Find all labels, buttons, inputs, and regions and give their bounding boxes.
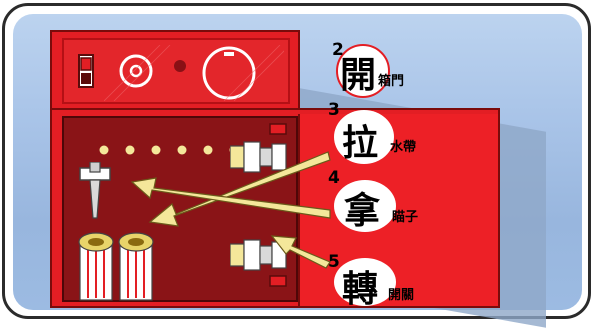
step-object: 箱門	[378, 70, 404, 89]
step-number: 5	[328, 252, 340, 272]
step-number: 4	[328, 168, 340, 188]
step-character: 拉	[342, 114, 378, 166]
step-open-door: 2 開 箱門	[330, 40, 410, 96]
step-take-nozzle: 4 拿 瞄子	[326, 168, 446, 232]
step-object: 瞄子	[392, 206, 418, 225]
step-character: 拿	[344, 182, 380, 234]
step-character: 轉	[342, 260, 378, 312]
step-turn-valve: 5 轉 開關	[326, 252, 456, 312]
step-object: 開關	[388, 284, 414, 303]
step-number: 3	[328, 100, 340, 120]
step-object: 水帶	[390, 136, 416, 155]
step-character: 開	[340, 46, 376, 98]
step-pull-hose: 3 拉 水帶	[326, 100, 446, 164]
